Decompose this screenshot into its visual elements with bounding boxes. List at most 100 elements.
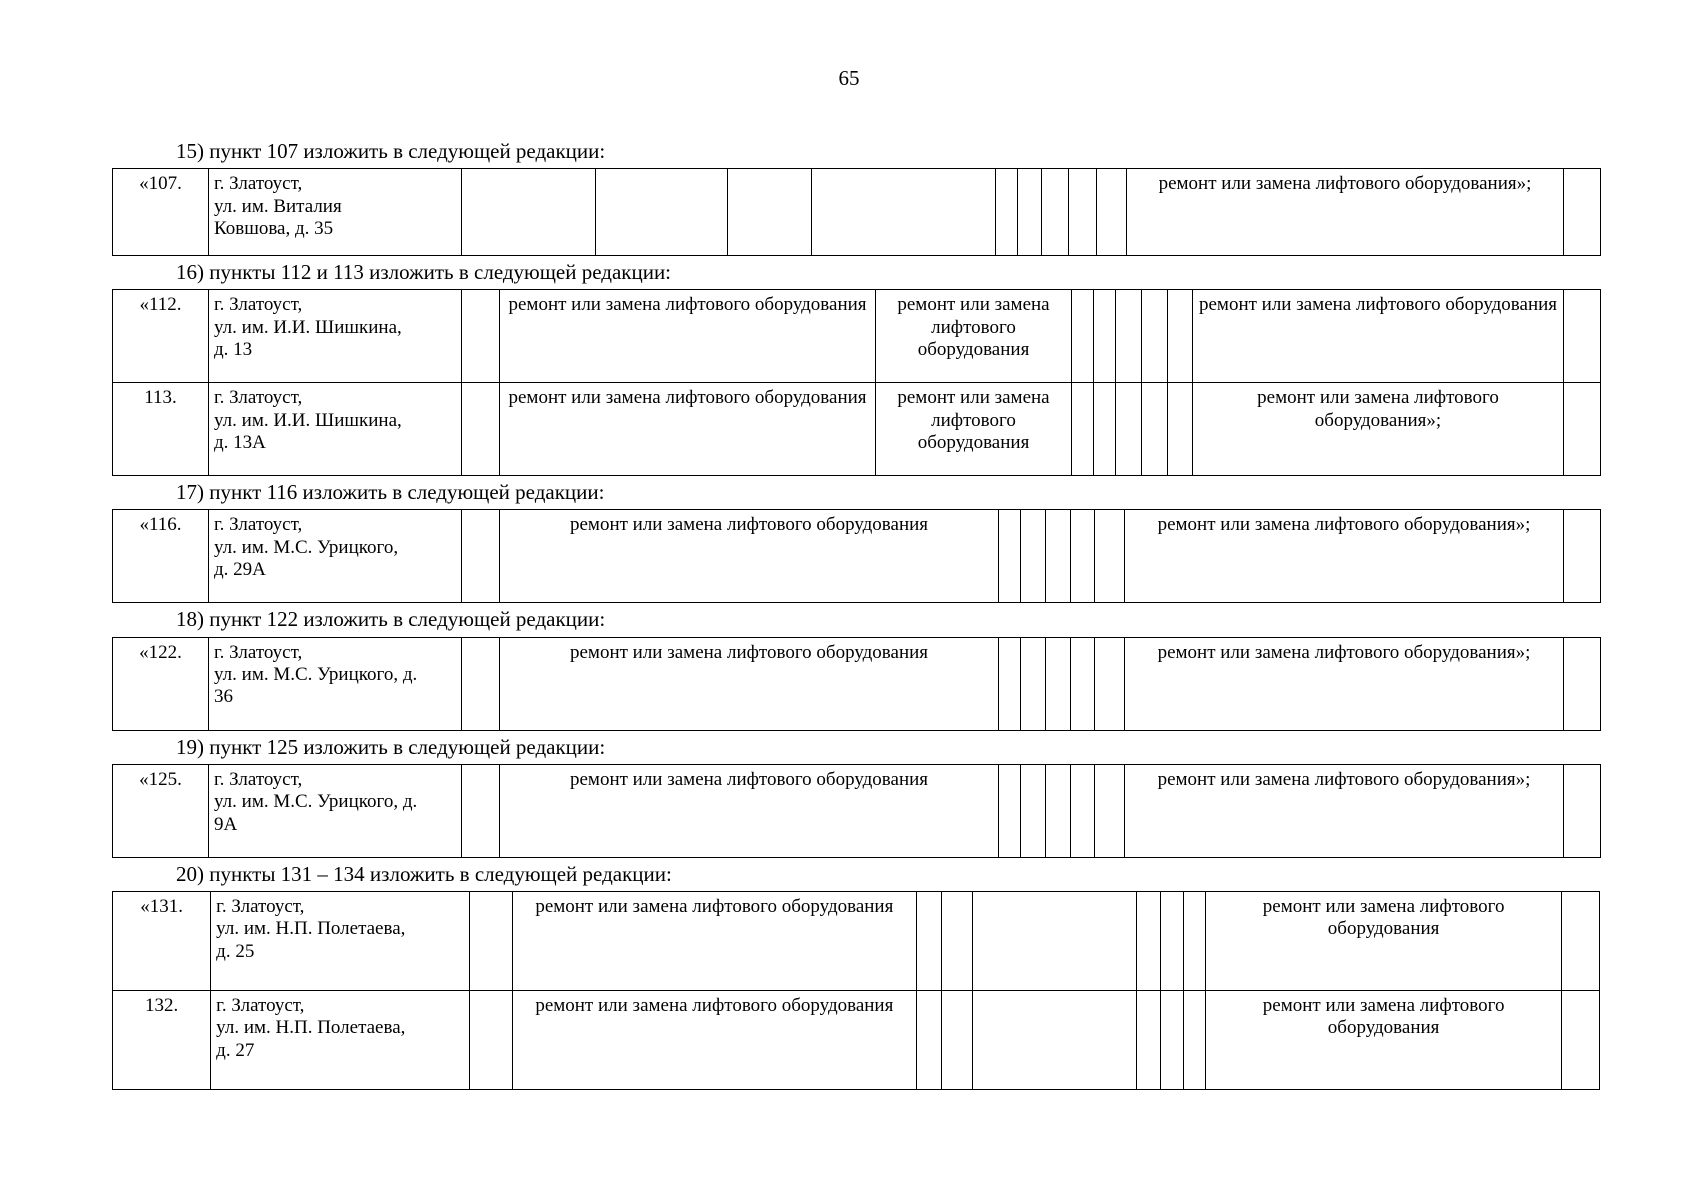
cell-work-type: ремонт или замена лифтового оборудования	[1192, 289, 1564, 384]
cell-empty-narrow	[1182, 890, 1207, 991]
cell-empty-narrow	[941, 890, 974, 991]
cell-empty	[972, 989, 1137, 1090]
cell-empty-narrow	[1135, 989, 1162, 1090]
cell-empty-narrow	[1093, 382, 1116, 477]
cell-work-type: ремонт или замена лифтового оборудования	[499, 382, 876, 477]
cell-item-number: «112.	[112, 289, 209, 384]
cell-work-type: ремонт или замена лифтового оборудования	[1205, 890, 1563, 991]
cell-empty-narrow	[1160, 890, 1184, 991]
cell-empty-narrow	[1045, 636, 1071, 731]
cell-empty-narrow	[1020, 636, 1046, 731]
cell-empty-narrow	[1160, 989, 1184, 1090]
cell-address: г. Златоуст, ул. им. И.И. Шишкина, д. 13…	[208, 382, 462, 477]
table-row: «112. г. Златоуст, ул. им. И.И. Шишкина,…	[112, 289, 1601, 384]
cell-empty-narrow	[1141, 289, 1168, 384]
section-heading-15: 15) пункт 107 изложить в следующей редак…	[176, 139, 606, 163]
cell-empty-narrow	[1041, 168, 1069, 257]
cell-item-number: «116.	[112, 509, 209, 604]
cell-empty-narrow	[998, 763, 1021, 858]
cell-empty-narrow	[941, 989, 974, 1090]
cell-address: г. Златоуст, ул. им. Виталия Ковшова, д.…	[208, 168, 462, 257]
section-heading-17: 17) пункт 116 изложить в следующей редак…	[176, 480, 605, 505]
address-line: ул. им. И.И. Шишкина,	[214, 409, 402, 431]
address-line: ул. им. И.И. Шишкина,	[214, 316, 402, 338]
cell-work-type: ремонт или замена лифтового оборудования	[875, 289, 1072, 384]
address-line: ул. им. Виталия	[214, 195, 342, 217]
address-line: 36	[214, 686, 233, 708]
cell-empty-narrow	[1071, 382, 1094, 477]
address-line: д. 13	[214, 339, 253, 361]
address-line: г. Златоуст,	[214, 173, 303, 195]
table-row: 132. г. Златоуст, ул. им. Н.П. Полетаева…	[111, 989, 1600, 1090]
cell-address: г. Златоуст, ул. им. И.И. Шишкина, д. 13	[208, 289, 462, 384]
cell-empty-narrow	[995, 168, 1018, 257]
cell-work-type: ремонт или замена лифтового оборудования	[499, 636, 999, 731]
cell-work-type: ремонт или замена лифтового оборудования…	[1192, 382, 1564, 477]
address-line: г. Златоуст,	[216, 994, 305, 1016]
cell-address: г. Златоуст, ул. им. М.С. Урицкого, д. 3…	[208, 636, 462, 731]
cell-empty-narrow	[461, 763, 500, 858]
address-line: г. Златоуст,	[214, 294, 303, 316]
cell-empty-narrow	[1017, 168, 1042, 257]
table-125: «125. г. Златоуст, ул. им. М.С. Урицкого…	[112, 763, 1601, 858]
cell-work-type: ремонт или замена лифтового оборудования	[511, 890, 917, 991]
cell-empty-narrow	[1093, 289, 1116, 384]
cell-empty-narrow	[1563, 636, 1601, 731]
table-row: «125. г. Златоуст, ул. им. М.С. Урицкого…	[112, 763, 1601, 858]
address-line: ул. им. М.С. Урицкого,	[214, 536, 399, 558]
address-line: г. Златоуст,	[214, 514, 303, 536]
cell-empty-narrow	[1071, 289, 1094, 384]
cell-empty-narrow	[1563, 509, 1601, 604]
address-line: 9А	[214, 813, 238, 835]
table-row: 113. г. Златоуст, ул. им. И.И. Шишкина, …	[112, 382, 1601, 477]
address-line: д. 13А	[214, 432, 266, 454]
cell-empty-narrow	[1045, 509, 1071, 604]
cell-empty-narrow	[1094, 636, 1125, 731]
cell-empty	[595, 168, 728, 257]
cell-item-number: «131.	[111, 890, 212, 991]
table-row: «122. г. Златоуст, ул. им. М.С. Урицкого…	[112, 636, 1601, 731]
cell-empty-narrow	[1096, 168, 1127, 257]
page-content: 15) пункт 107 изложить в следующей редак…	[111, 135, 1601, 1090]
cell-item-number: «122.	[112, 636, 209, 731]
table-122: «122. г. Златоуст, ул. им. М.С. Урицкого…	[112, 636, 1601, 731]
cell-empty-narrow	[1070, 636, 1095, 731]
cell-empty	[727, 168, 812, 257]
cell-empty-narrow	[1115, 289, 1142, 384]
table-112: «112. г. Златоуст, ул. им. И.И. Шишкина,…	[112, 289, 1601, 477]
cell-work-type: ремонт или замена лифтового оборудования	[1205, 989, 1563, 1090]
cell-empty-narrow	[1167, 382, 1193, 477]
cell-address: г. Златоуст, ул. им. Н.П. Полетаева, д. …	[210, 989, 470, 1090]
cell-empty-narrow	[1563, 382, 1601, 477]
section-heading-16: 16) пункты 112 и 113 изложить в следующе…	[176, 260, 672, 285]
cell-empty-narrow	[461, 382, 500, 477]
cell-empty-narrow	[468, 989, 513, 1090]
cell-empty-narrow	[998, 636, 1021, 731]
address-line: г. Златоуст,	[214, 768, 303, 790]
address-line: г. Златоуст,	[214, 641, 303, 663]
address-line: г. Златоуст,	[216, 895, 305, 917]
cell-empty-narrow	[1020, 509, 1046, 604]
address-line: Ковшова, д. 35	[214, 217, 334, 239]
cell-empty-narrow	[1068, 168, 1097, 257]
cell-empty-narrow	[1563, 289, 1601, 384]
cell-empty-narrow	[468, 890, 513, 991]
table-116: «116. г. Златоуст, ул. им. М.С. Урицкого…	[112, 509, 1601, 604]
cell-item-number: «125.	[112, 763, 209, 858]
cell-empty-narrow	[915, 989, 943, 1090]
cell-empty-narrow	[915, 890, 943, 991]
cell-empty-narrow	[1094, 763, 1125, 858]
address-line: д. 29А	[214, 559, 266, 581]
cell-empty-narrow	[1115, 382, 1142, 477]
table-107: «107. г. Златоуст, ул. им. Виталия Ковшо…	[112, 168, 1601, 257]
cell-empty-narrow	[1141, 382, 1168, 477]
cell-work-type: ремонт или замена лифтового оборудования…	[1124, 763, 1564, 858]
table-row: «107. г. Златоуст, ул. им. Виталия Ковшо…	[112, 168, 1601, 257]
cell-empty-narrow	[1070, 509, 1095, 604]
cell-work-type: ремонт или замена лифтового оборудования…	[1126, 168, 1564, 257]
cell-empty	[461, 168, 596, 257]
cell-empty-narrow	[1561, 890, 1600, 991]
address-line: ул. им. Н.П. Полетаева,	[216, 918, 406, 940]
table-row: «131. г. Златоуст, ул. им. Н.П. Полетаев…	[111, 890, 1600, 991]
section-heading-19: 19) пункт 125 изложить в следующей редак…	[176, 734, 606, 759]
